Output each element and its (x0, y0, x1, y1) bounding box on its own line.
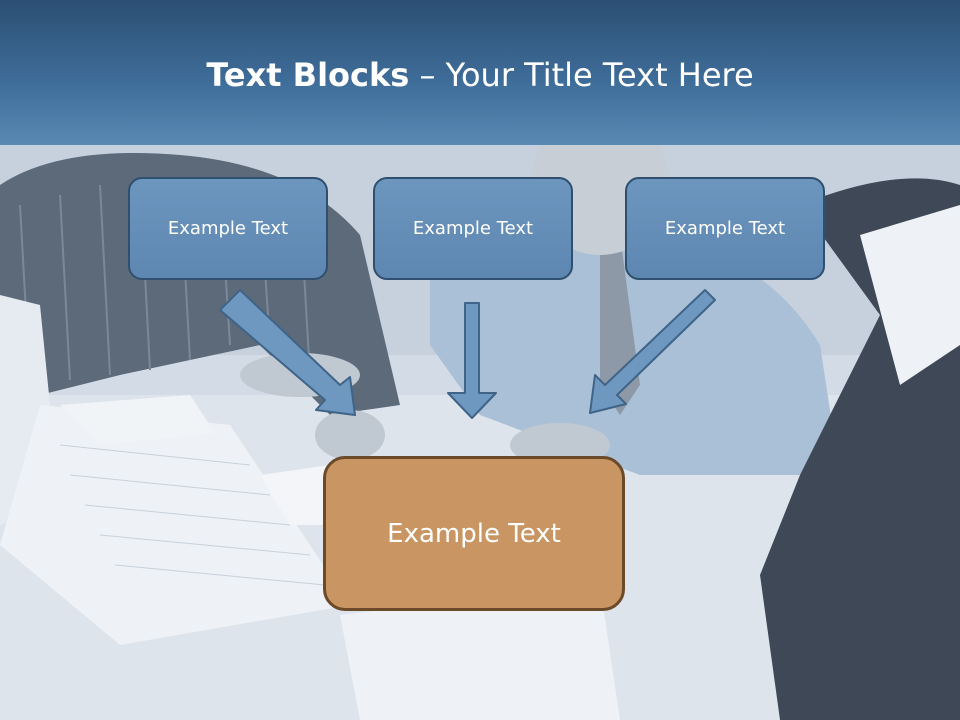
title-dash: – (409, 56, 446, 94)
target-block[interactable]: Example Text (323, 456, 625, 611)
text-block-2-label: Example Text (412, 218, 534, 239)
target-block-label: Example Text (387, 518, 561, 549)
text-block-3-label: Example Text (664, 218, 786, 239)
title-bar (0, 0, 960, 145)
text-block-1[interactable]: Example Text (128, 177, 328, 280)
text-block-2[interactable]: Example Text (373, 177, 573, 280)
page-title: Text Blocks – Your Title Text Here (0, 52, 960, 98)
text-block-1-label: Example Text (167, 218, 289, 239)
text-block-3[interactable]: Example Text (625, 177, 825, 280)
title-rest: Your Title Text Here (445, 56, 754, 94)
title-bold: Text Blocks (206, 56, 410, 94)
